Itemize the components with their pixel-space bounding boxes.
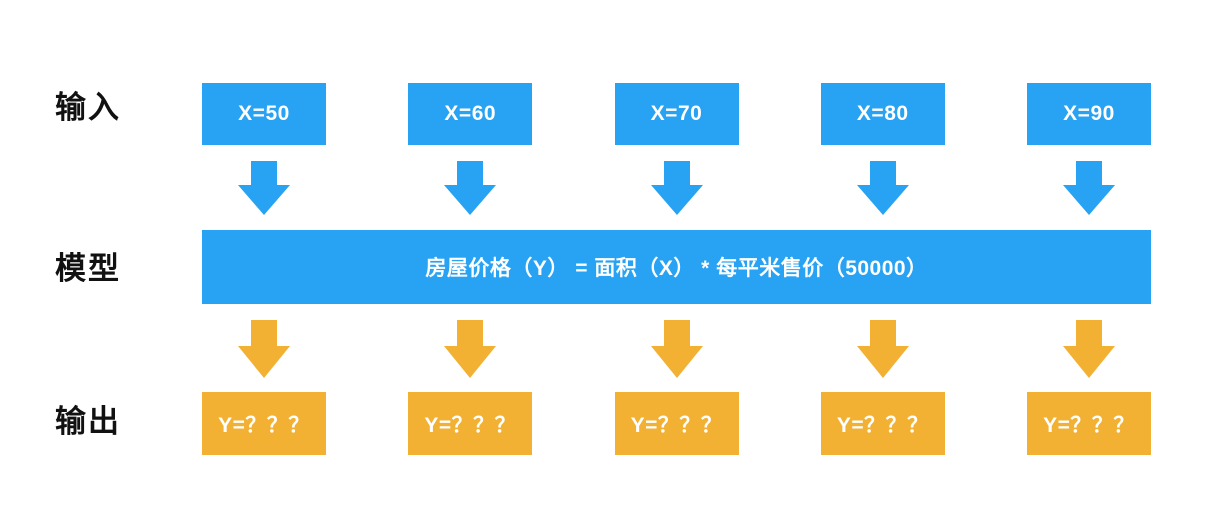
output-boxes-row: Y=？？？ Y=？？？ Y=？？？ Y=？？？ Y=？？？ <box>202 392 1151 455</box>
input-box-x90: X=90 <box>1027 83 1151 145</box>
output-box-5: Y=？？？ <box>1027 392 1151 455</box>
down-arrow-icon <box>856 320 909 378</box>
down-arrow-icon <box>650 320 703 378</box>
input-arrows-row <box>202 161 1151 215</box>
input-box-x50: X=50 <box>202 83 326 145</box>
output-box-3: Y=？？？ <box>614 392 739 455</box>
input-box-x60: X=60 <box>408 83 533 145</box>
input-boxes-row: X=50 X=60 X=70 X=80 X=90 <box>202 83 1151 145</box>
output-row-label: 输出 <box>55 404 121 439</box>
down-arrow-icon <box>444 161 497 215</box>
output-box-1: Y=？？？ <box>202 392 326 455</box>
model-formula-bar: 房屋价格（Y） = 面积（X） * 每平米售价（50000） <box>202 230 1151 304</box>
output-box-4: Y=？？？ <box>820 392 945 455</box>
model-row-label: 模型 <box>55 251 121 286</box>
input-box-x70: X=70 <box>614 83 739 145</box>
down-arrow-icon <box>238 161 290 215</box>
down-arrow-icon <box>1063 320 1115 378</box>
output-arrows-row <box>202 320 1151 378</box>
down-arrow-icon <box>238 320 290 378</box>
down-arrow-icon <box>856 161 909 215</box>
output-box-2: Y=？？？ <box>408 392 533 455</box>
down-arrow-icon <box>650 161 703 215</box>
down-arrow-icon <box>444 320 497 378</box>
down-arrow-icon <box>1063 161 1115 215</box>
input-row-label: 输入 <box>55 90 121 125</box>
input-box-x80: X=80 <box>820 83 945 145</box>
